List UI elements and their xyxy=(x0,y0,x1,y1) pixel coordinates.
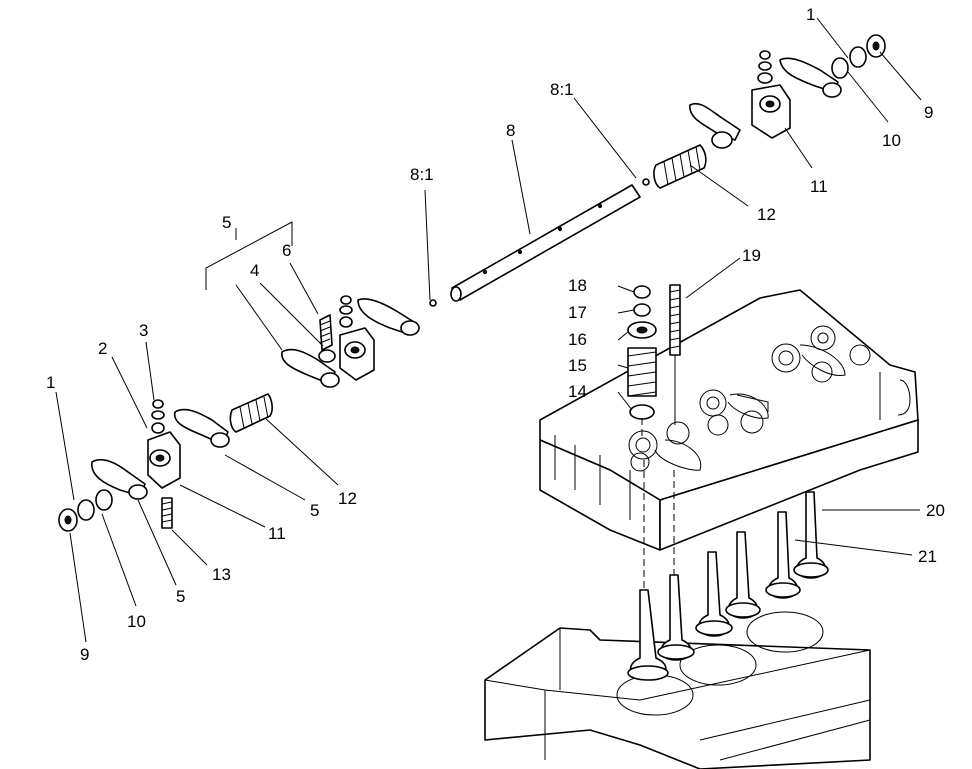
callout-labels: 1 9 10 11 12 8:1 8 8:1 5 6 4 3 2 1 12 5 … xyxy=(46,5,945,664)
rocker-group-lower xyxy=(58,393,273,532)
cylinder-head xyxy=(539,289,919,551)
callout-13: 13 xyxy=(212,565,231,584)
callout-2: 2 xyxy=(98,339,107,358)
engine-block xyxy=(484,611,871,769)
valve-5 xyxy=(765,511,801,599)
callout-1-top: 1 xyxy=(806,5,815,24)
valve-4 xyxy=(725,531,761,619)
callout-8-1-middle: 8:1 xyxy=(410,165,434,184)
callout-9-left: 9 xyxy=(80,645,89,664)
callout-20: 20 xyxy=(926,501,945,520)
callout-15: 15 xyxy=(568,356,587,375)
callout-5-bracket: 5 xyxy=(222,213,231,232)
callout-1-left: 1 xyxy=(46,373,55,392)
leader-lines xyxy=(55,17,922,643)
callout-8: 8 xyxy=(506,121,515,140)
callout-18: 18 xyxy=(568,276,587,295)
head-stud xyxy=(669,284,681,425)
callout-3: 3 xyxy=(139,321,148,340)
valve-1 xyxy=(627,589,669,681)
callout-9-top: 9 xyxy=(924,103,933,122)
callout-19: 19 xyxy=(742,246,761,265)
callout-10-left: 10 xyxy=(127,612,146,631)
callout-12-middle: 12 xyxy=(338,489,357,508)
callout-8-1-top: 8:1 xyxy=(550,80,574,99)
callout-16: 16 xyxy=(568,330,587,349)
rocker-group-middle xyxy=(281,295,420,388)
valves xyxy=(627,460,829,681)
callout-11-top: 11 xyxy=(810,177,828,196)
callout-11-middle: 11 xyxy=(268,524,286,543)
callout-5-low: 5 xyxy=(176,587,185,606)
rocker-group-upper xyxy=(653,34,886,189)
callout-6: 6 xyxy=(282,241,291,260)
callout-10-top: 10 xyxy=(882,131,901,150)
callout-17: 17 xyxy=(568,303,587,322)
callout-12-top: 12 xyxy=(757,205,776,224)
callout-21: 21 xyxy=(918,547,937,566)
valve-spring-stack xyxy=(627,285,657,440)
valve-2 xyxy=(657,574,695,661)
callout-14: 14 xyxy=(568,382,587,401)
valve-3 xyxy=(695,551,733,637)
rocker-shaft xyxy=(429,178,650,307)
callout-5-middle: 5 xyxy=(310,501,319,520)
valve-6 xyxy=(793,491,829,579)
callout-4: 4 xyxy=(250,261,259,280)
